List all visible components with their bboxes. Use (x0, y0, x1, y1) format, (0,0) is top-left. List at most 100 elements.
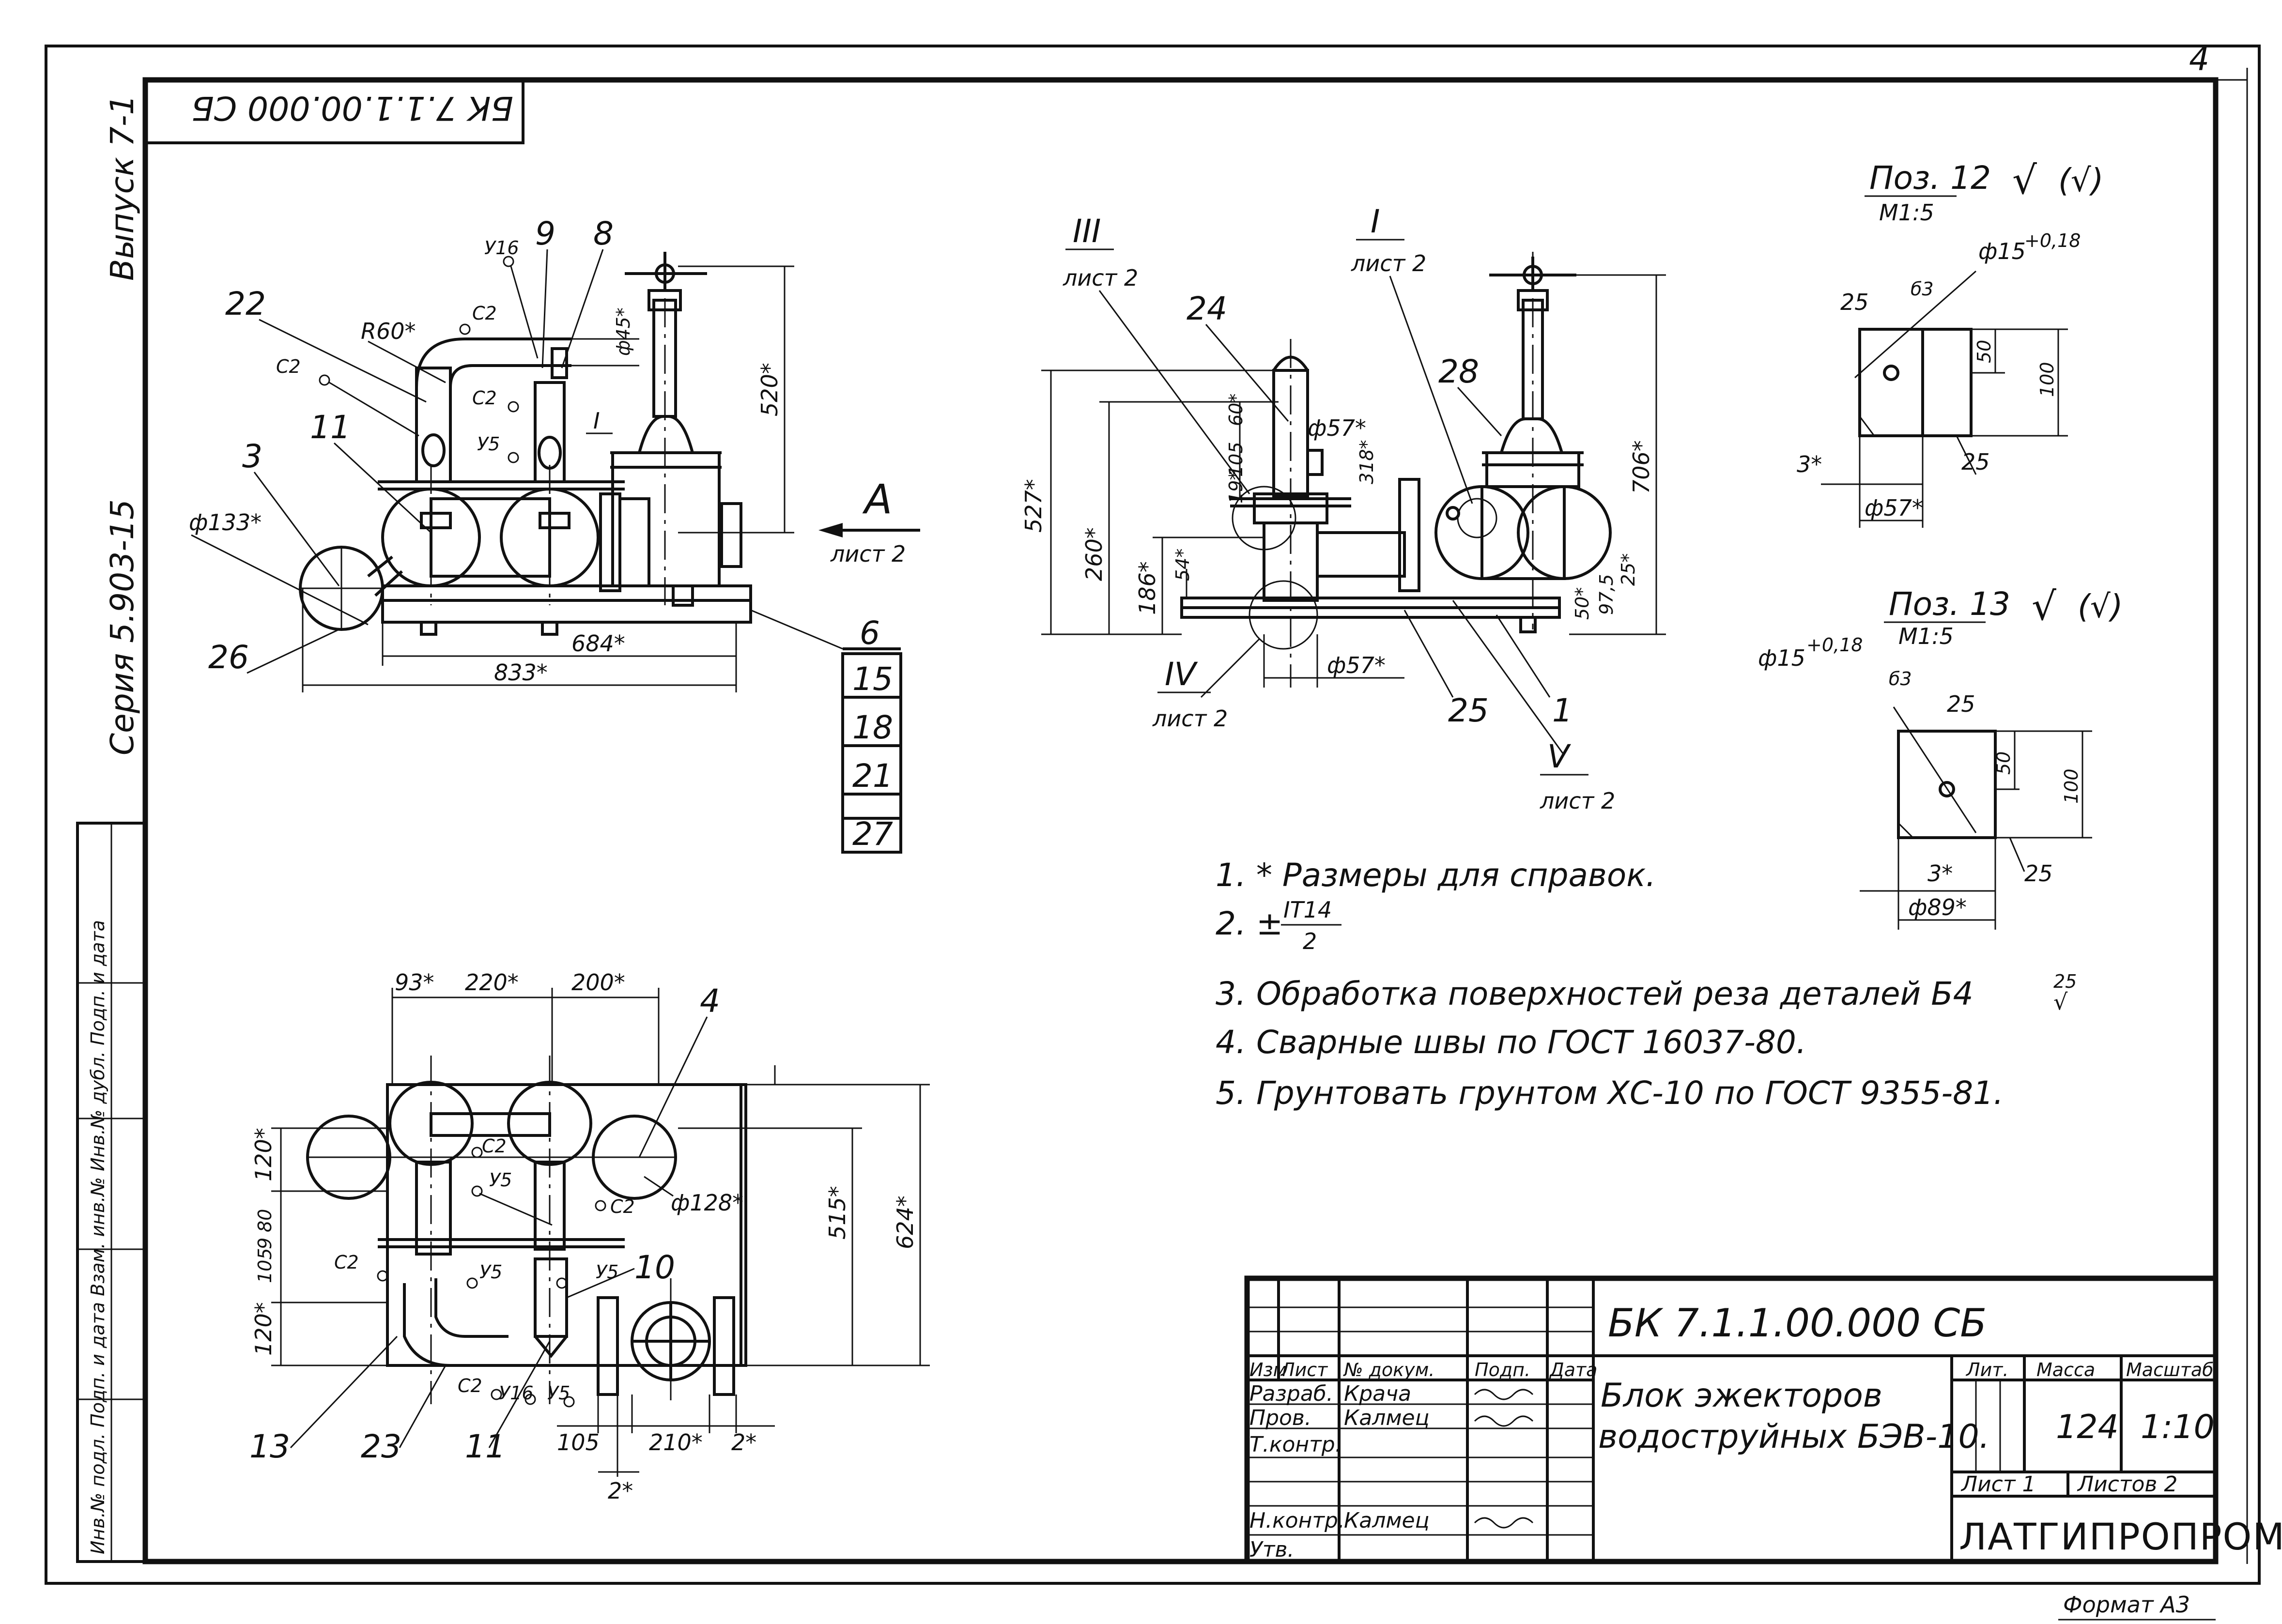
dim-200: 200* (571, 969, 625, 996)
front-view: 684* 833* 520* ф45* R60* ф133* I 22 3 11… (189, 215, 902, 854)
pos-3: 3 (242, 438, 262, 475)
section-a-marker: A лист 2 (818, 475, 920, 567)
callout-i-sheet: лист 2 (1351, 250, 1426, 276)
note-2-denominator: 2 (1303, 928, 1317, 954)
dim-318: 318* (1356, 440, 1377, 484)
dim-515: 515* (824, 1186, 850, 1240)
detail-13-d100: 100 (2061, 768, 2082, 804)
pos-6: 6 (860, 614, 880, 652)
left-margin: Выпуск 7-1 Серия 5.903-15 Инв.№ подл. По… (76, 94, 147, 1563)
detail-12-hole: ф15 (1978, 238, 2026, 264)
tb-hdr-sign: Подп. (1475, 1359, 1530, 1380)
tb-name-razrab: Крача (1344, 1381, 1411, 1406)
detail-13-rough-mark: √ (2032, 584, 2056, 629)
detail-12-tol: +0,18 (2024, 230, 2081, 251)
pos-9: 9 (535, 215, 555, 252)
pos-8: 8 (593, 215, 614, 252)
pos-24: 24 (1187, 290, 1227, 327)
dim-80: 80 (254, 1209, 276, 1232)
detail-13-hole: ф15 (1758, 645, 1805, 671)
tb-sheet: Лист 1 (1960, 1472, 2035, 1497)
dim-d57-top: ф57* (1308, 415, 1366, 441)
dim-684: 684* (571, 630, 625, 657)
note-2-prefix: 2. ± (1216, 905, 1283, 942)
detail-13-d50: 50 (1993, 751, 2014, 775)
detail-12-rough: (√) (2058, 162, 2104, 199)
dim-186: 186* (1134, 561, 1160, 615)
detail-13-d25: 25 (1947, 691, 1975, 717)
weld-plan-c2-d: С2 (458, 1375, 482, 1396)
note-3-sup: 25 (2053, 971, 2077, 992)
dim-833: 833* (494, 659, 548, 686)
dim-r60: R60* (361, 318, 416, 344)
pos-27: 27 (852, 815, 893, 853)
inverted-code-box: БК 7.1.1.00.000 СБ (144, 78, 524, 144)
tb-name-2: водоструйных БЭВ-10. (1598, 1418, 1989, 1456)
pos-15: 15 (852, 660, 893, 698)
tb-hdr-date: Дата (1549, 1359, 1597, 1380)
note-3: 3. Обработка поверхностей реза деталей Б… (1216, 975, 1974, 1012)
dim-d45: ф45* (613, 307, 634, 356)
dim-105: 105 (1225, 442, 1247, 477)
note-4: 4. Сварные швы по ГОСТ 16037-80. (1216, 1024, 1806, 1061)
weld-plan-c2-b: С2 (610, 1196, 635, 1217)
weld-u5: У5 (477, 433, 500, 455)
dim-105-bottom: 105 (557, 1429, 600, 1455)
detail-12-d3: 3* (1797, 451, 1822, 477)
tb-name-prov: Калмец (1344, 1406, 1430, 1430)
tb-mass: 124 (2056, 1408, 2119, 1446)
pos-13: 13 (249, 1428, 290, 1465)
pos-11-plan: 11 (465, 1428, 506, 1465)
detail-13-weld: б3 (1889, 668, 1912, 689)
callout-v-sheet: лист 2 (1540, 788, 1615, 814)
tb-role-razrab: Разраб. (1249, 1381, 1333, 1406)
dim-706: 706* (1628, 440, 1654, 494)
dim-50: 50* (1572, 587, 1593, 620)
dim-25: 25* (1618, 553, 1639, 586)
callout-iv: IV (1165, 656, 1198, 693)
callout-v: V (1547, 738, 1571, 775)
weld-c2-c: С2 (472, 387, 497, 409)
dim-624: 624* (892, 1195, 918, 1249)
detail-13-d3: 3* (1927, 860, 1953, 887)
section-a-letter: A (862, 475, 892, 523)
detail-12-title: Поз. 12 (1869, 159, 1991, 197)
detail-13-tol: +0,18 (1806, 634, 1863, 656)
detail-13-title: Поз. 13 (1889, 585, 2010, 623)
side-stamp-text: Инв.№ подл. Подп. и дата Взам. инв.№ Инв… (87, 920, 108, 1554)
dim-93: 93* (395, 969, 434, 996)
seriya-label: Серия 5.903-15 (104, 499, 141, 755)
pos-28: 28 (1438, 353, 1479, 390)
dim-210: 210* (649, 1429, 703, 1455)
pos-21: 21 (852, 757, 893, 795)
side-view: 527* 260* 186* 54* 105 60* 19* ф57* 318*… (1020, 203, 1666, 814)
vypusk-label: Выпуск 7-1 (104, 94, 141, 281)
weld-plan-c2-a: С2 (482, 1135, 507, 1157)
inverted-code: БК 7.1.1.00.000 СБ (191, 89, 513, 127)
tb-scale: 1:10 (2141, 1408, 2215, 1446)
tb-role-utv: Утв. (1249, 1537, 1294, 1562)
dim-105-left: 105 (254, 1248, 276, 1283)
note-3-rough: √ (2053, 989, 2068, 1015)
section-a-sheet: лист 2 (830, 541, 906, 567)
dim-260: 260* (1081, 527, 1107, 581)
dim-9: 9 (254, 1238, 276, 1249)
sheet-mark: 4 (2189, 41, 2209, 78)
dim-2-bottom: 2* (608, 1478, 633, 1504)
detail-12-r25: 25 (1961, 449, 1990, 475)
format-label: Формат А3 (2063, 1592, 2190, 1618)
tb-lit-label: Лит. (1965, 1359, 2009, 1380)
dim-520: 520* (756, 363, 783, 416)
detail-12-d100: 100 (2036, 362, 2058, 397)
note-2-numerator: IT14 (1283, 897, 1332, 923)
dim-d57-bottom: ф57* (1327, 652, 1386, 678)
technical-notes: 1. * Размеры для справок. 2. ± IT14 2 3.… (1216, 857, 2077, 1112)
weld-plan-c2-c: С2 (334, 1252, 359, 1273)
pos-18: 18 (852, 709, 893, 746)
tb-org: ЛАТГИПРОПРОМ (1959, 1515, 2282, 1558)
tb-scale-label: Масштаб (2126, 1359, 2214, 1380)
weld-plan-u5-c: У5 (596, 1261, 618, 1283)
pos-11: 11 (310, 409, 351, 446)
tb-mass-label: Масса (2036, 1359, 2095, 1380)
